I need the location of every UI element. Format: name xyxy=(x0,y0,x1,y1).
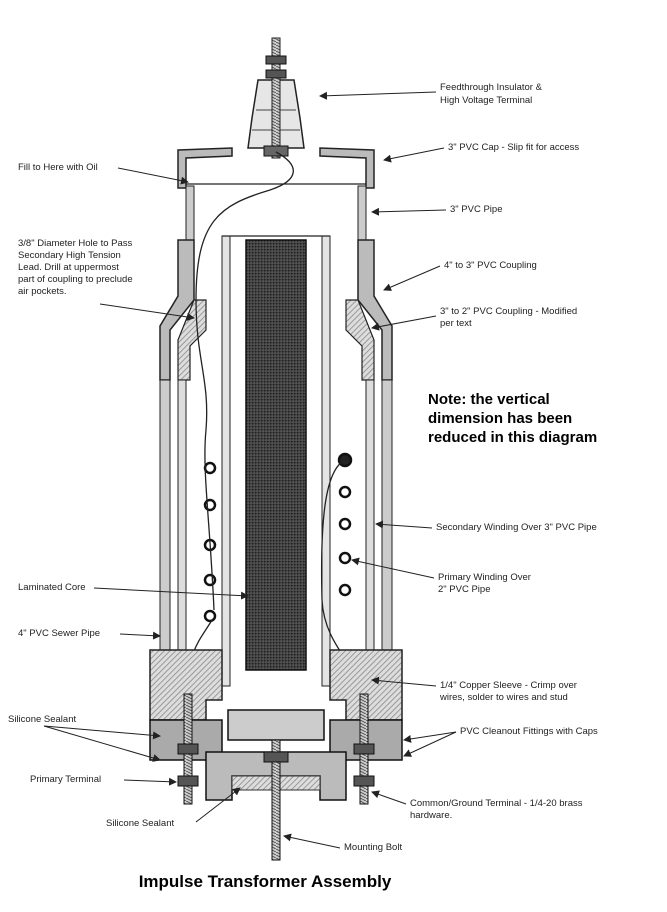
primary-form-pipe xyxy=(221,235,331,687)
mounting-bolt xyxy=(263,739,289,861)
label-silicone-sealant-2: Silicone Sealant xyxy=(106,818,174,829)
diagram-note: Note: the vertical dimension has been re… xyxy=(428,391,597,446)
primary-winding xyxy=(203,452,353,623)
label-hole: 3/8" Diameter Hole to Pass Secondary Hig… xyxy=(18,238,135,297)
label-primary-terminal: Primary Terminal xyxy=(30,774,101,785)
base-plate xyxy=(227,709,325,741)
primary-terminal xyxy=(177,693,199,805)
label-silicone-sealant-1: Silicone Sealant xyxy=(8,714,76,725)
label-sewer-pipe: 4" PVC Sewer Pipe xyxy=(18,628,100,639)
label-feedthrough: Feedthrough Insulator &High Voltage Term… xyxy=(440,82,543,106)
high-voltage-terminal xyxy=(263,37,289,159)
label-mounting-bolt: Mounting Bolt xyxy=(344,842,402,853)
label-laminated-core: Laminated Core xyxy=(18,582,86,593)
coupling-3-to-2 xyxy=(177,299,375,381)
label-cleanout: PVC Cleanout Fittings with Caps xyxy=(460,726,598,737)
pvc-pipe-3in xyxy=(185,185,367,247)
common-ground-terminal xyxy=(353,693,375,805)
label-coupling-4-3: 4" to 3" PVC Coupling xyxy=(444,260,537,271)
laminated-core xyxy=(245,239,307,671)
pvc-cap xyxy=(177,147,375,189)
label-pvc-cap: 3" PVC Cap - Slip fit for access xyxy=(448,142,579,153)
label-fill-oil: Fill to Here with Oil xyxy=(18,162,98,173)
label-pvc-pipe: 3" PVC Pipe xyxy=(450,204,502,215)
secondary-lead-wire xyxy=(195,151,294,611)
diagram-caption: Impulse Transformer Assembly xyxy=(138,872,392,891)
label-secondary-winding: Secondary Winding Over 3" PVC Pipe xyxy=(436,522,597,533)
